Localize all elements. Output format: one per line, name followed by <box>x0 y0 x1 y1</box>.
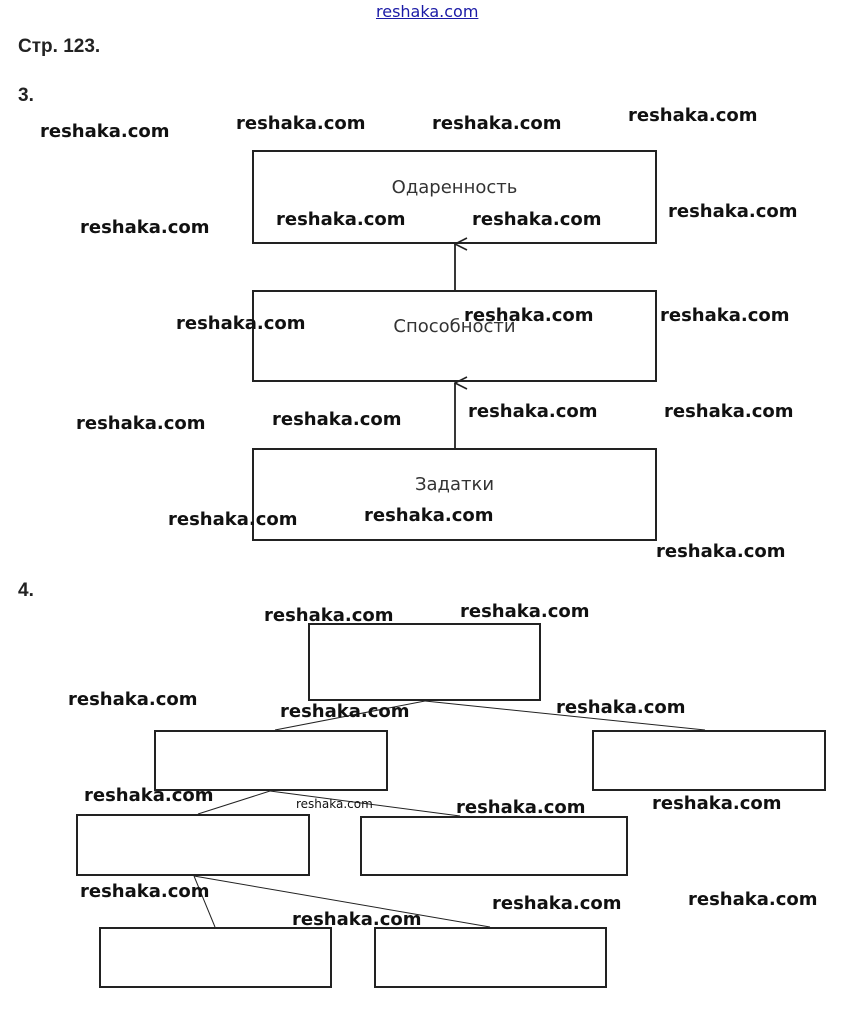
watermark: reshaka.com <box>468 401 598 422</box>
watermark: reshaka.com <box>296 797 373 811</box>
watermark: reshaka.com <box>664 401 794 422</box>
watermark: reshaka.com <box>264 605 394 626</box>
box-sposobnosti-label: Способности <box>393 316 516 337</box>
watermark: reshaka.com <box>460 601 590 622</box>
watermark: reshaka.com <box>68 689 198 710</box>
watermark: reshaka.com <box>168 509 298 530</box>
tree-line <box>197 790 271 815</box>
watermark: reshaka.com <box>656 541 786 562</box>
watermark: reshaka.com <box>660 305 790 326</box>
watermark: reshaka.com <box>80 881 210 902</box>
tree-line <box>269 790 461 817</box>
site-link[interactable]: reshaka.com <box>376 2 479 21</box>
watermark: reshaka.com <box>364 505 494 526</box>
watermark: reshaka.com <box>432 113 562 134</box>
watermark: reshaka.com <box>668 201 798 222</box>
watermark: reshaka.com <box>276 209 406 230</box>
watermark: reshaka.com <box>556 697 686 718</box>
tree-box-level3-left <box>76 814 310 876</box>
task-3-number: 3. <box>18 85 34 106</box>
watermark: reshaka.com <box>76 413 206 434</box>
watermark: reshaka.com <box>688 889 818 910</box>
tree-box-level3-right <box>360 816 628 876</box>
tree-box-level2-right <box>592 730 826 791</box>
watermark: reshaka.com <box>272 409 402 430</box>
tree-line <box>424 700 706 731</box>
task-4-number: 4. <box>18 580 34 601</box>
tree-box-level4-right <box>374 927 607 988</box>
tree-line <box>193 875 491 928</box>
watermark: reshaka.com <box>236 113 366 134</box>
tree-box-root <box>308 623 541 701</box>
watermark: reshaka.com <box>628 105 758 126</box>
watermark: reshaka.com <box>492 893 622 914</box>
watermark: reshaka.com <box>84 785 214 806</box>
watermark: reshaka.com <box>176 313 306 334</box>
watermark: reshaka.com <box>472 209 602 230</box>
tree-line <box>274 700 426 731</box>
box-odarennost: Одаренность <box>252 150 657 244</box>
tree-line <box>193 875 216 928</box>
tree-box-level4-left <box>99 927 332 988</box>
tree-box-level2-left <box>154 730 388 791</box>
watermark: reshaka.com <box>464 305 594 326</box>
box-odarennost-label: Одаренность <box>391 177 518 198</box>
box-zadatki-label: Задатки <box>414 474 495 495</box>
watermark: reshaka.com <box>280 701 410 722</box>
box-zadatki: Задатки <box>252 448 657 541</box>
page-title: Стр. 123. <box>18 36 101 57</box>
watermark: reshaka.com <box>652 793 782 814</box>
box-sposobnosti: Способности <box>252 290 657 382</box>
watermark: reshaka.com <box>456 797 586 818</box>
watermark: reshaka.com <box>40 121 170 142</box>
watermark: reshaka.com <box>80 217 210 238</box>
watermark: reshaka.com <box>292 909 422 930</box>
